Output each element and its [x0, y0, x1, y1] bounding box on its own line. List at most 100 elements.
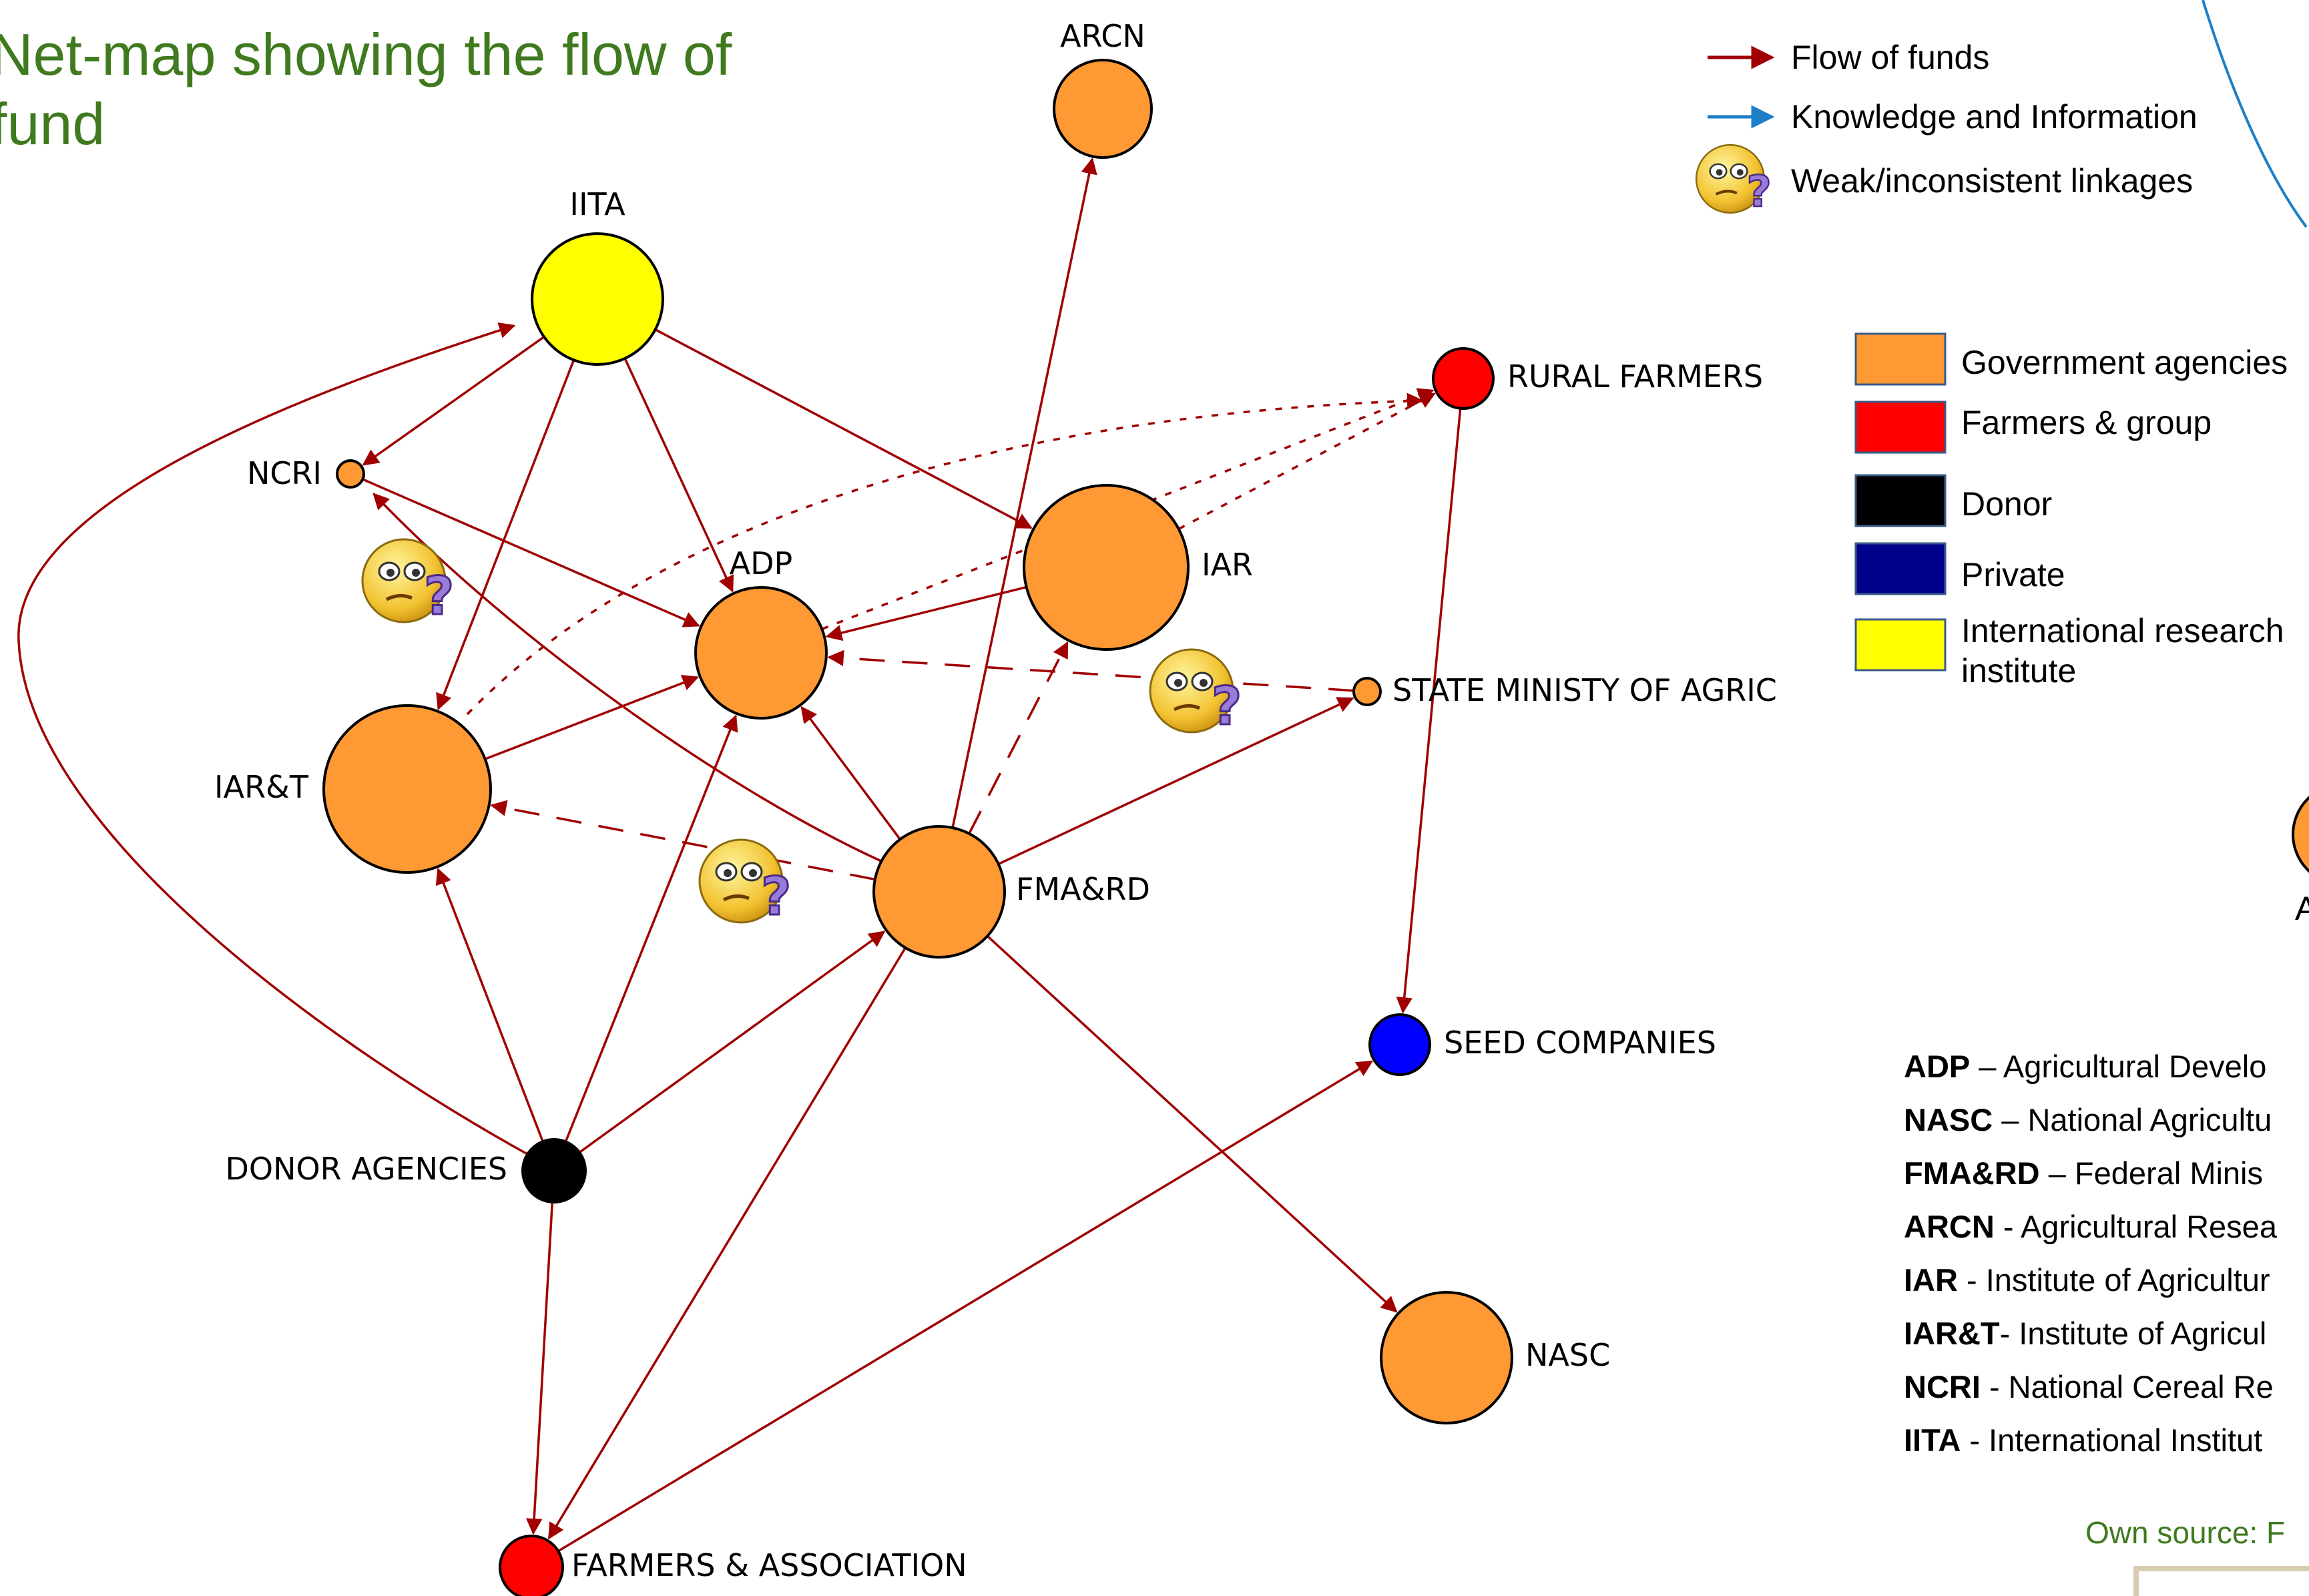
legend-weak-label: Weak/inconsistent linkages [1791, 162, 2193, 200]
link-state-to-adp [827, 649, 1354, 692]
node-rural [1432, 347, 1495, 410]
legend-swatch-farmers [1854, 401, 1947, 454]
link-iita-to-ncri [362, 336, 545, 466]
link-farmers-to-seed [557, 1060, 1374, 1553]
nodes-layer [322, 59, 1513, 1596]
legend-international-label: International research institute [1961, 612, 2294, 690]
source-note: Own source: F [2085, 1515, 2285, 1550]
page-title: Net-map showing the flow of fund [0, 21, 732, 157]
link-donor-to-iart [435, 868, 544, 1142]
abbreviation-item: NASC – National Agricultu [1904, 1102, 2272, 1137]
legend-swatch-government [1854, 332, 1947, 386]
node-state [1352, 677, 1382, 706]
node-label-rural: RURAL FARMERS [1507, 358, 1763, 394]
link-iart-to-rural [466, 392, 1424, 716]
node-label-donor: DONOR AGENCIES [225, 1151, 507, 1187]
abbreviation-key: ARCN [1904, 1209, 1995, 1244]
link-iart-to-adp [485, 675, 700, 760]
node-donor [521, 1138, 587, 1204]
abbreviation-description: – Agricultural Develo [1970, 1049, 2266, 1084]
node-label-seed: SEED COMPANIES [1444, 1025, 1716, 1061]
legend-swatch-international [1854, 618, 1947, 672]
legend-government-label: Government agencies [1961, 344, 2288, 381]
abbreviation-item: FMA&RD – Federal Minis [1904, 1155, 2263, 1191]
node-label-fmard: FMA&RD [1016, 871, 1150, 907]
legend-lines: Flow of funds Knowledge and Information … [1696, 39, 2198, 217]
confused-face-icon [1696, 145, 1772, 217]
legend-knowledge-label: Knowledge and Information [1791, 98, 2198, 136]
link-fmard-to-iar [968, 641, 1069, 834]
link-iita-to-iar [654, 328, 1033, 529]
link-fmard-to-adp [800, 706, 901, 840]
node-label-arcn: ARCN [1060, 18, 1145, 54]
abbreviation-key: IAR&T [1904, 1316, 2000, 1351]
abbreviation-item: NCRI - National Cereal Re [1904, 1369, 2274, 1404]
link-donor-to-fmard [579, 930, 886, 1153]
link-donor-to-farmers [525, 1202, 554, 1535]
partial-node [2292, 796, 2309, 873]
legend-donor-label: Donor [1961, 485, 2052, 523]
link-rural-to-seed [1396, 408, 1462, 1014]
legend-private-label: Private [1961, 556, 2065, 593]
source-box-edge [2133, 1566, 2309, 1596]
abbreviation-item: IAR - Institute of Agricultur [1904, 1262, 2270, 1298]
node-iart [322, 704, 492, 874]
link-ncri-to-adp [362, 478, 700, 627]
node-label-adp: ADP [730, 545, 793, 581]
legend-swatch-private [1854, 542, 1947, 595]
confused-face-icon [1150, 649, 1242, 737]
abbreviation-key: FMA&RD [1904, 1155, 2040, 1191]
confused-face-icon [362, 539, 454, 627]
node-farmers [499, 1535, 564, 1596]
link-fmard-to-farmers [547, 947, 907, 1540]
link-iar-to-adp [825, 585, 1027, 641]
node-iita [531, 232, 664, 366]
legend-categories: Government agencies Farmers & group Dono… [1854, 332, 2294, 690]
node-label-state: STATE MINISTY OF AGRIC [1392, 672, 1777, 708]
link-adp-to-rural [821, 388, 1435, 630]
node-fmard [872, 825, 1006, 959]
link-donor-to-iita [17, 322, 529, 1156]
node-label-farmers: FARMERS & ASSOCIATION [571, 1547, 967, 1583]
node-ncri [336, 459, 365, 489]
abbreviation-key: IAR [1904, 1262, 1958, 1298]
node-label-nasc: NASC [1525, 1337, 1610, 1373]
abbreviation-description: - Agricultural Resea [1995, 1209, 2278, 1244]
abbreviation-key: NCRI [1904, 1369, 1981, 1404]
abbreviation-description: – Federal Minis [2040, 1155, 2263, 1191]
node-label-iart: IAR&T [214, 769, 309, 805]
node-adp [694, 586, 828, 720]
link-donor-to-adp [564, 714, 738, 1143]
link-iar-to-rural [1178, 392, 1436, 531]
abbreviation-description: - National Cereal Re [1981, 1369, 2274, 1404]
abbreviation-description: - Institute of Agricul [2000, 1316, 2267, 1351]
labels-layer: IITA ARCN NCRI ADP IAR IAR&T FMA&RD RURAL FARME… [214, 18, 1777, 1583]
link-fmard-to-iart [490, 800, 876, 881]
link-fmard-to-state [998, 697, 1354, 866]
link-iita-to-iart [436, 359, 575, 711]
link-fmard-to-nasc [986, 935, 1398, 1313]
abbreviation-item: IAR&T- Institute of Agricul [1904, 1316, 2266, 1351]
abbreviation-item: ARCN - Agricultural Resea [1904, 1209, 2278, 1244]
link-iita-to-adp [623, 358, 734, 593]
knowledge-flow-curve [2202, 0, 2308, 228]
node-arcn [1053, 59, 1153, 159]
node-label-iar: IAR [1202, 547, 1253, 583]
node-iar [1023, 484, 1190, 651]
node-label-ncri: NCRI [247, 455, 322, 491]
partial-node-label: A [2295, 890, 2309, 927]
abbreviation-key: IITA [1904, 1422, 1961, 1458]
abbreviation-key: ADP [1904, 1049, 1970, 1084]
legend-swatch-donor [1854, 474, 1947, 527]
link-fmard-to-arcn [951, 157, 1097, 828]
node-seed [1368, 1013, 1431, 1076]
legend-flow-of-funds-label: Flow of funds [1791, 39, 1989, 76]
abbreviation-item: ADP – Agricultural Develo [1904, 1049, 2266, 1084]
abbreviation-item: IITA - International Institut [1904, 1422, 2262, 1458]
confused-face-icon [700, 840, 791, 927]
abbreviation-description: - Institute of Agricultur [1958, 1262, 2270, 1298]
legend-farmers-label: Farmers & group [1961, 404, 2212, 441]
node-label-iita: IITA [569, 186, 625, 222]
